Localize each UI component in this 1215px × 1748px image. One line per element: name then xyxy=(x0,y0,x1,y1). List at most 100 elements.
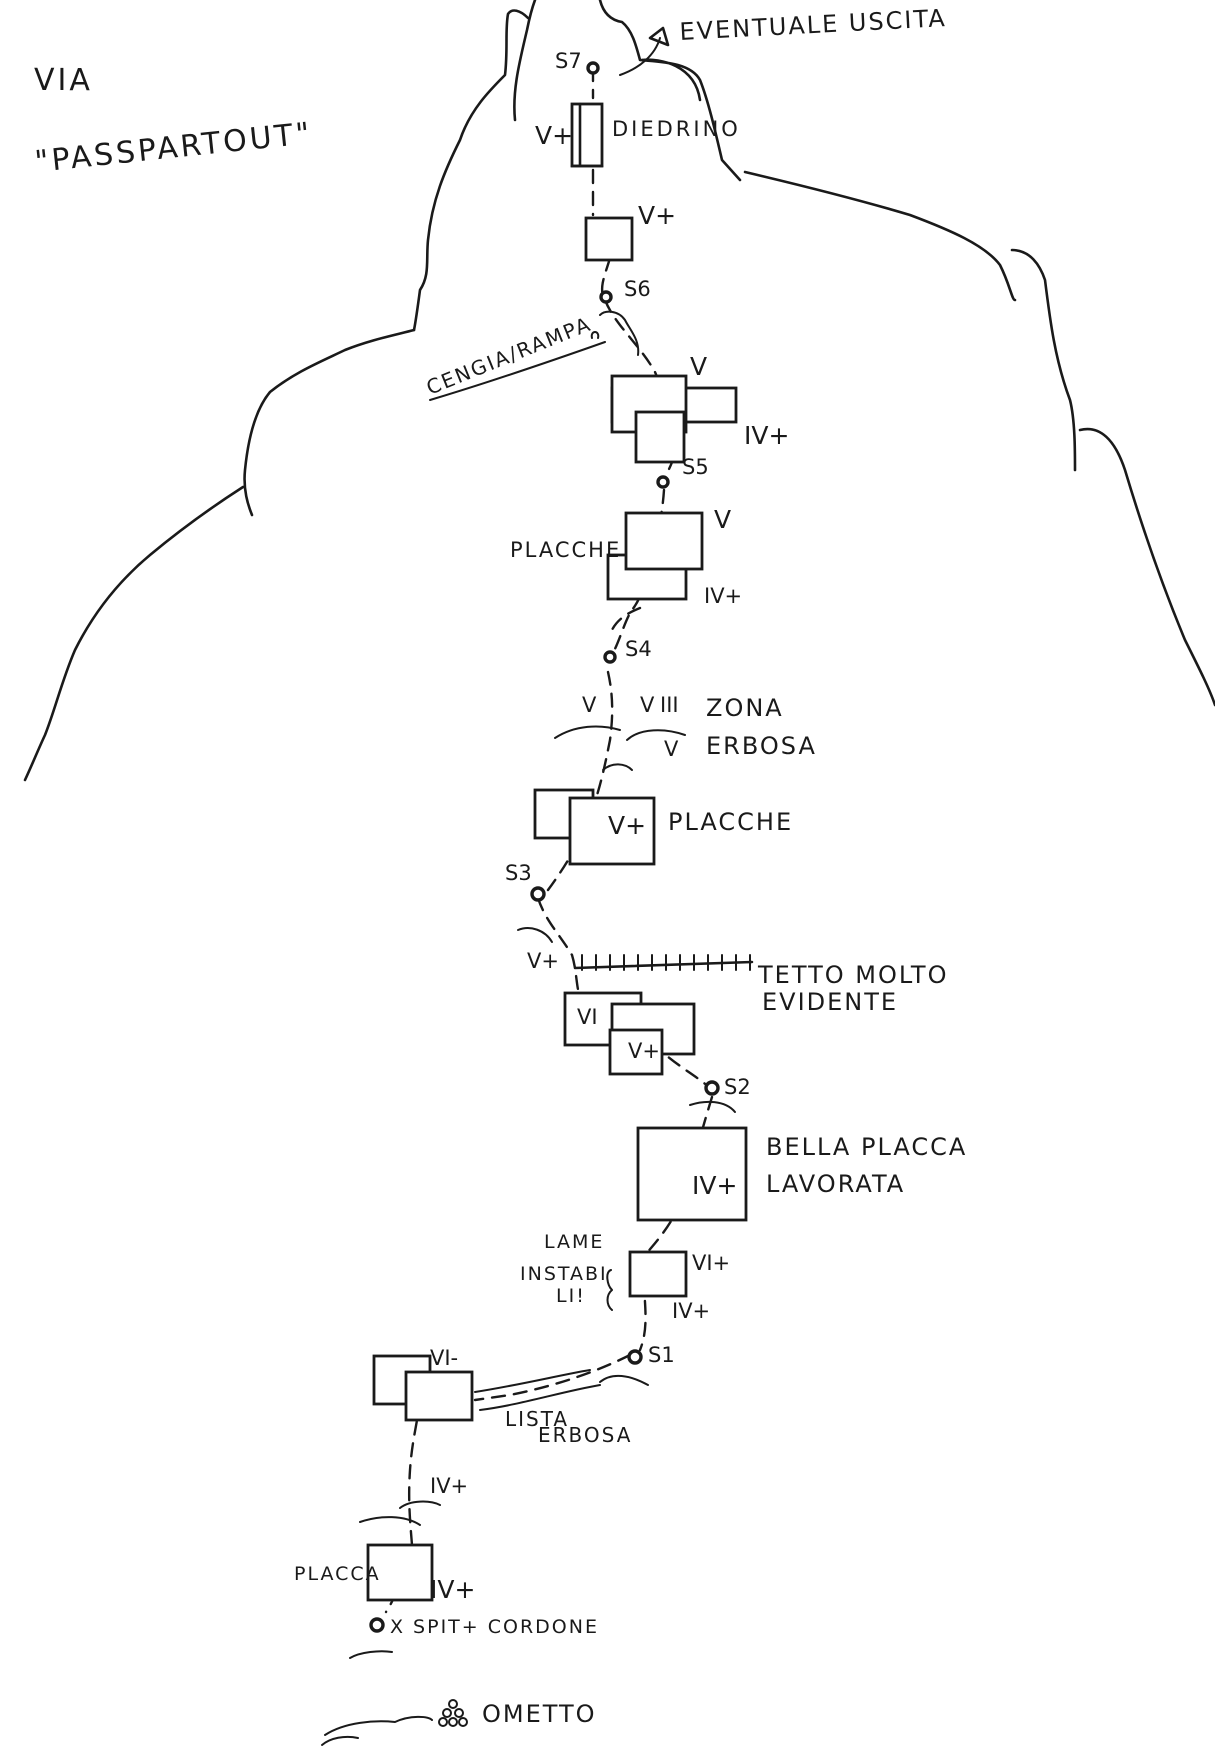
label-diedrino: DIEDRINO xyxy=(612,117,741,141)
route-segment xyxy=(473,1353,632,1402)
lame-bracket xyxy=(606,1269,613,1311)
grade-above-placca: IV+ xyxy=(430,1474,468,1498)
grade-above-s5-lower: IV+ xyxy=(744,421,789,450)
ledge-mark xyxy=(554,725,686,741)
station-label-s6: S6 xyxy=(624,277,651,301)
grade-bella-placca: IV+ xyxy=(692,1171,737,1200)
lista-block-front xyxy=(404,1370,474,1422)
route-title-line1: VIA xyxy=(34,63,93,98)
station-label-s3: S3 xyxy=(505,861,532,885)
placche-block-upper xyxy=(624,511,704,571)
label-tetto-1: TETTO MOLTO xyxy=(757,961,948,989)
left-face-ledge xyxy=(243,328,416,517)
left-ridge-lower xyxy=(23,485,245,782)
label-lame-2: INSTABI xyxy=(520,1263,608,1285)
grade-placca: IV+ xyxy=(430,1575,475,1604)
pitch-blocks xyxy=(366,102,748,1602)
station-label-s2: S2 xyxy=(724,1075,751,1099)
ledge-mark xyxy=(602,763,633,771)
tetto-block-3 xyxy=(608,1028,664,1076)
grade-lame-block: VI+ xyxy=(692,1251,730,1275)
label-placche-2: PLACCHE xyxy=(668,808,793,836)
top-block xyxy=(584,216,634,262)
exit-arrowhead xyxy=(648,26,670,47)
route-segment xyxy=(600,256,612,298)
ledge-mark xyxy=(590,310,640,356)
label-lista-1: LISTA xyxy=(505,1407,569,1431)
tetto-ticks xyxy=(581,954,751,971)
above-s5-block-c xyxy=(634,410,686,464)
belay-s1 xyxy=(627,1349,643,1365)
label-placche-1: PLACCHE xyxy=(510,538,621,562)
label-eventuale-uscita: EVENTUALE USCITA xyxy=(679,4,947,46)
label-zona-erbosa-1: ZONA xyxy=(706,694,784,722)
belay-s6 xyxy=(599,290,613,304)
grade-zona-erbosa-b: V xyxy=(640,693,655,717)
label-lista-2: ERBOSA xyxy=(538,1423,632,1447)
belay-s4 xyxy=(603,650,617,664)
grade-lame-below: IV+ xyxy=(672,1299,710,1323)
label-ometto: OMETTO xyxy=(482,1700,597,1728)
station-label-s4: S4 xyxy=(625,637,652,661)
right-ridge-lower xyxy=(1078,427,1215,707)
route-segment xyxy=(610,606,642,632)
placche-s3-front xyxy=(568,796,656,866)
grade-placche-upper: V xyxy=(714,505,731,534)
belay-s7 xyxy=(586,61,600,75)
grade-above-s5-upper: V xyxy=(690,352,707,381)
grade-tetto-block-2: V+ xyxy=(628,1039,660,1063)
diedrino-block xyxy=(570,102,604,168)
bella-placca-block xyxy=(636,1126,748,1222)
ledge-mark xyxy=(349,1650,393,1659)
route-segment xyxy=(407,1398,422,1547)
grade-diedrino: V+ xyxy=(535,121,573,150)
grade-lista-block: VI- xyxy=(430,1346,458,1370)
tetto-roof-line xyxy=(573,960,754,970)
station-label-s1: S1 xyxy=(648,1343,675,1367)
belay-s5 xyxy=(656,475,670,489)
label-bella-placca-2: LAVORATA xyxy=(766,1170,905,1198)
diedrino-edge xyxy=(570,102,604,168)
mountain-outline xyxy=(23,0,1215,782)
grade-top-block: V+ xyxy=(638,201,676,230)
station-label-s7: S7 xyxy=(555,49,582,73)
ometto-cairn xyxy=(438,1699,468,1727)
summit-outline xyxy=(513,0,742,182)
route-segment xyxy=(638,1095,714,1352)
ground-line xyxy=(324,1715,433,1736)
ledge-mark xyxy=(517,927,553,943)
station-label-s5: S5 xyxy=(682,455,709,479)
grade-zona-erbosa-iii: III xyxy=(660,693,679,717)
placca-block xyxy=(366,1543,434,1602)
belay-s2 xyxy=(704,1080,720,1096)
lame-block xyxy=(628,1250,688,1298)
ledge-mark xyxy=(359,1500,441,1526)
label-placca: PLACCA xyxy=(294,1563,381,1585)
right-shoulder xyxy=(743,170,1077,472)
lista-line xyxy=(479,1384,601,1411)
grade-tetto-block-1: VI xyxy=(577,1005,598,1029)
label-start: X SPIT+ CORDONE xyxy=(390,1616,599,1638)
belay-stations xyxy=(369,61,720,1727)
grade-placche-s3: V+ xyxy=(608,811,646,840)
label-bella-placca-1: BELLA PLACCA xyxy=(766,1133,967,1161)
label-lame-1: LAME xyxy=(544,1231,604,1253)
grade-tetto: V+ xyxy=(527,949,559,973)
belay-s3 xyxy=(530,886,546,902)
ledge-mark xyxy=(689,1100,736,1113)
ground-line xyxy=(321,1735,359,1746)
lista-line xyxy=(474,1369,591,1393)
cengia-underline xyxy=(429,341,606,401)
label-tetto-2: EVIDENTE xyxy=(762,988,898,1016)
belay-start xyxy=(369,1617,385,1633)
label-zona-erbosa-2: ERBOSA xyxy=(706,732,817,760)
grade-zona-erbosa-c: V xyxy=(664,737,679,761)
left-face-upper xyxy=(412,9,530,332)
ledge-marks xyxy=(321,26,754,1746)
ledge-mark xyxy=(599,1374,649,1386)
grade-zona-erbosa-a: V xyxy=(582,693,597,717)
route-title-line2: "PASSPARTOUT" xyxy=(33,116,314,180)
grade-placche-lower: IV+ xyxy=(704,584,742,608)
